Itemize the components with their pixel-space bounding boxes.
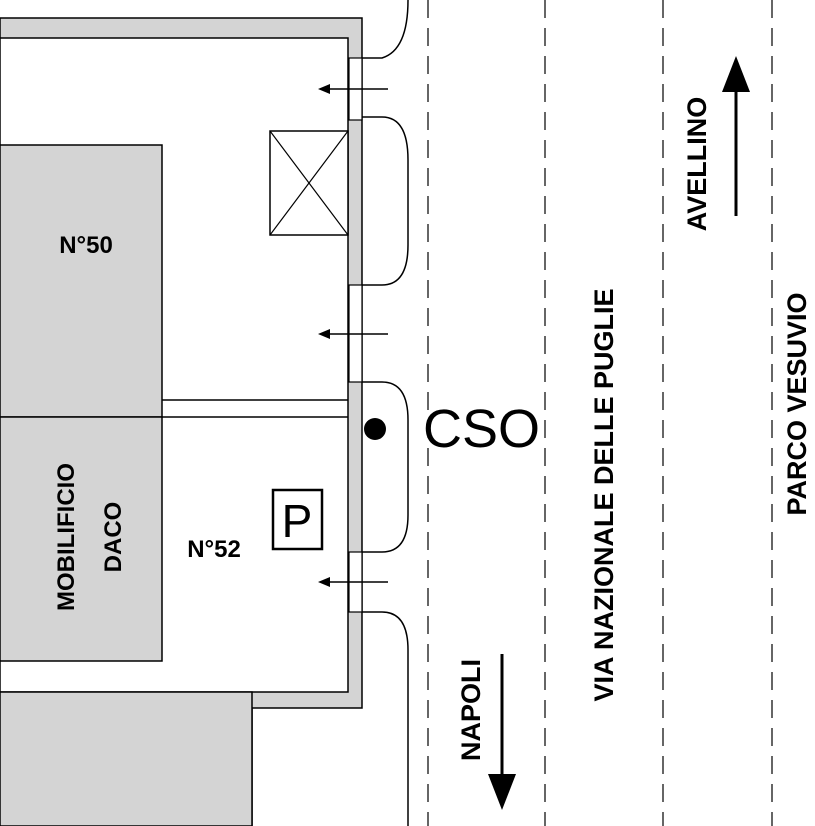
elevator-icon (269, 130, 349, 236)
left-arrow-icon (318, 329, 388, 339)
direction-north-label: AVELLINO (682, 97, 712, 232)
building-mobilificio (0, 416, 163, 662)
mobilificio-label-line1: MOBILIFICIO (53, 463, 80, 611)
direction-south-label: NAPOLI (456, 659, 486, 761)
station-marker-icon (364, 418, 386, 440)
building-lower-left (0, 691, 253, 826)
road-label: VIA NAZIONALE DELLE PUGLIE (589, 288, 619, 701)
passage (162, 399, 348, 418)
curb (362, 0, 409, 826)
svg-text:P: P (282, 495, 313, 547)
park-label: PARCO VESUVIO (782, 292, 812, 515)
arrow-down-icon (488, 654, 516, 810)
parking-icon: P (271, 488, 324, 551)
station-label: CSO (423, 399, 540, 459)
left-arrow-icon (318, 84, 388, 94)
mobilificio-label-line2: DACO (100, 502, 127, 573)
building-50-label: N°50 (59, 232, 113, 259)
left-arrow-icon (318, 577, 388, 587)
building-50 (0, 144, 163, 418)
arrow-up-icon (722, 56, 750, 216)
building-52-label: N°52 (187, 536, 241, 563)
